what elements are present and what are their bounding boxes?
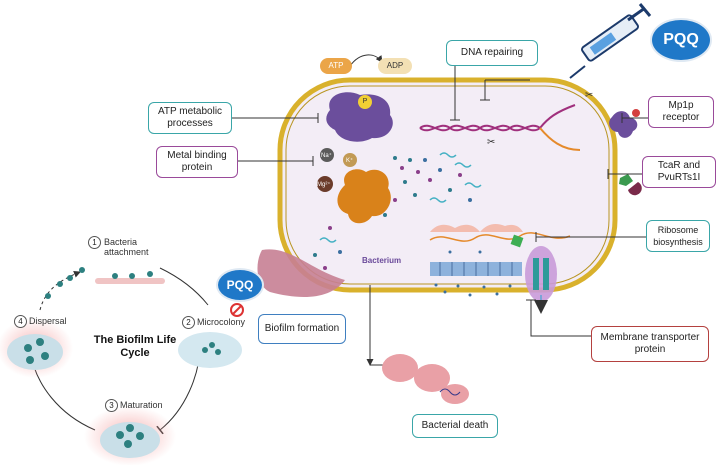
atpase-protein <box>326 92 393 142</box>
transporter-protein <box>525 246 557 302</box>
syringe-illustration <box>569 3 652 79</box>
cycle-title: The Biofilm Life Cycle <box>93 334 177 359</box>
bacterium-tail <box>257 249 345 297</box>
cycle-step-3-number: 3 <box>105 399 118 412</box>
dead-bacterium <box>382 354 469 404</box>
stage-microcolony <box>178 332 242 368</box>
bacterium-label: Bacterium <box>362 256 402 265</box>
stage-attachment <box>95 271 165 284</box>
svg-text:✂: ✂ <box>487 137 495 148</box>
cycle-step-2-number: 2 <box>182 316 195 329</box>
dna-helix <box>419 104 581 151</box>
ion-k: K⁺ <box>346 158 354 164</box>
metal-binding-box: Metal binding protein <box>156 146 238 178</box>
atp-pill: ATP <box>320 58 352 74</box>
phosphate-pill: P <box>358 95 372 109</box>
cycle-step-2-label: Microcolony <box>197 317 246 327</box>
tcar-box: TcaR and PvuRTs1I <box>642 156 716 188</box>
cycle-step-1-number: 1 <box>88 236 101 249</box>
mp1p-receptor-shape <box>609 111 638 138</box>
mrna-strand <box>429 232 571 242</box>
stage-dispersal <box>0 267 85 378</box>
cycle-step-4-label: Dispersal <box>29 316 67 326</box>
ribosome-box: Ribosome biosynthesis <box>646 220 710 252</box>
svg-text:✂: ✂ <box>585 90 593 101</box>
scattered-molecules <box>313 152 482 270</box>
mp1p-box: Mp1p receptor <box>648 96 714 128</box>
adp-pill: ADP <box>378 58 412 74</box>
pqq-badge-main: PQQ <box>650 18 712 62</box>
pqq-badge-small: PQQ <box>216 268 264 302</box>
bacterial-death-box: Bacterial death <box>412 414 498 438</box>
metal-binding-protein-shape <box>337 169 391 224</box>
cycle-step-1-label: Bacteria attachment <box>104 237 149 257</box>
cycle-step-4-number: 4 <box>14 315 27 328</box>
stage-maturation <box>84 406 176 465</box>
atp-metabolic-box: ATP metabolic processes <box>148 102 232 134</box>
ion-mg: Mg²⁺ <box>317 182 331 188</box>
ion-na: Na⁺ <box>321 153 332 159</box>
membrane-transporter-box: Membrane transporter protein <box>591 326 709 362</box>
dna-repairing-box: DNA repairing <box>446 40 538 66</box>
biofilm-formation-box: Biofilm formation <box>258 314 346 344</box>
ribosomes <box>430 224 523 232</box>
cycle-step-3-label: Maturation <box>120 400 163 410</box>
